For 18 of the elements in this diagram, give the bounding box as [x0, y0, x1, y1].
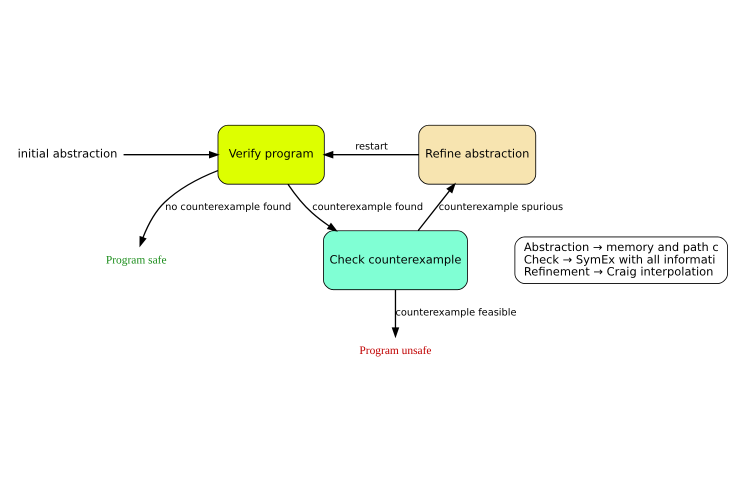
arrow	[139, 169, 218, 247]
node-text: Program safe	[106, 254, 167, 266]
node-box: Abstraction → memory and path c Check → SymEx with all informati Refinement → Craig interpolation	[514, 236, 728, 284]
edge-label: restart	[355, 140, 388, 152]
node-text: Program unsafe	[359, 344, 432, 357]
arrow	[322, 150, 419, 158]
node-text: initial abstraction	[18, 146, 118, 160]
edge-label: counterexample spurious	[438, 202, 564, 213]
arrow	[392, 289, 400, 338]
arrow	[418, 182, 456, 230]
node-box: Refine abstraction	[418, 124, 536, 184]
node-box: Verify program	[218, 124, 325, 184]
edge-label: counterexample feasible	[395, 307, 517, 318]
edge-label: counterexample found	[312, 202, 424, 213]
node-box: Check counterexample	[323, 230, 468, 290]
arrow	[288, 183, 338, 232]
arrow	[124, 150, 220, 158]
edge-label: no counterexample found	[165, 202, 292, 213]
